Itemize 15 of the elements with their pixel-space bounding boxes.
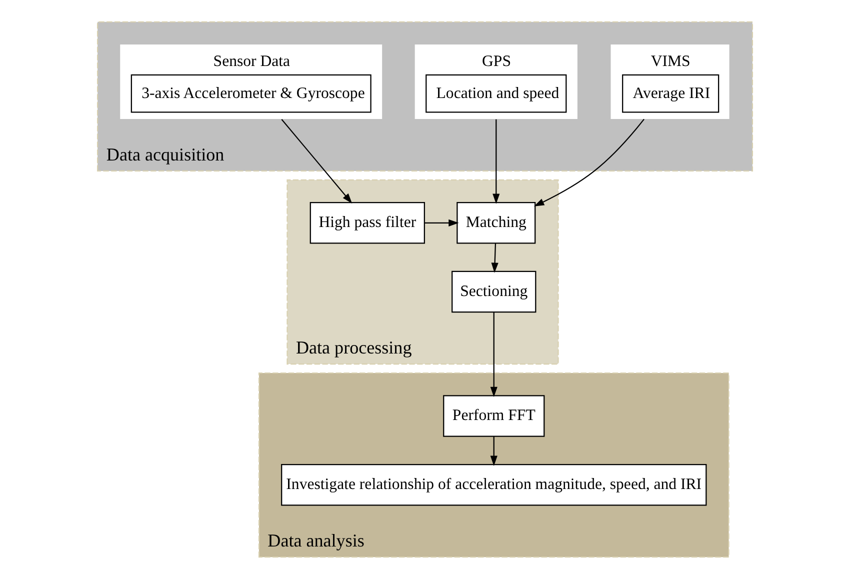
arrow [424, 219, 459, 226]
arrow [492, 119, 500, 204]
node-box: GPS Location and speed [414, 44, 578, 119]
node-box: High pass filter [310, 202, 425, 244]
arrow [491, 243, 498, 273]
arrow [490, 312, 498, 397]
node-box: Investigate relationship of acceleration magnitude, speed, and IRI [281, 464, 707, 506]
arrow [490, 436, 498, 466]
arrow [534, 118, 644, 206]
arrow [281, 119, 352, 204]
node-box: Sectioning [452, 270, 536, 313]
node-box: Sensor Data 3-axis Accelerometer & Gyroscope [120, 44, 382, 119]
node-box: Perform FFT [443, 395, 545, 437]
node-box: VIMS Average IRI [610, 44, 730, 119]
node-box: Matching [456, 202, 536, 244]
